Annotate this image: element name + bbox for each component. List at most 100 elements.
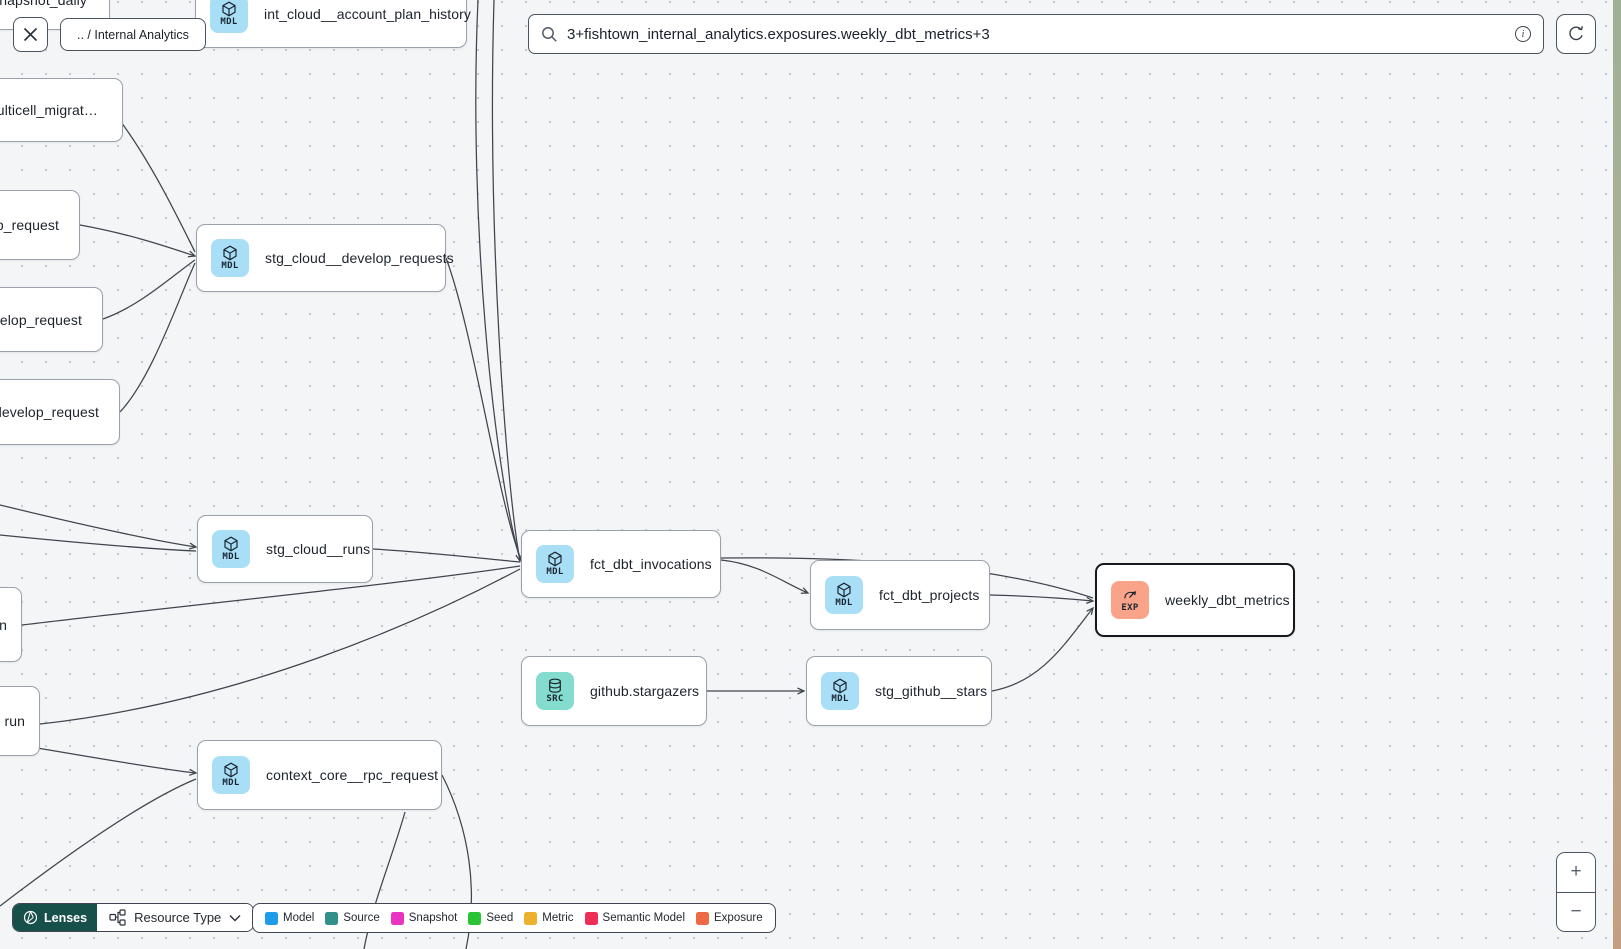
cube-icon xyxy=(548,551,562,567)
info-icon[interactable]: i xyxy=(1515,26,1531,42)
legend-swatch xyxy=(584,911,598,925)
mdl-badge: MDL xyxy=(212,756,250,794)
legend-label: Snapshot xyxy=(408,912,458,924)
legend-label: Model xyxy=(283,912,315,924)
graph-node-stg-github-stars[interactable]: MDL stg_github__stars xyxy=(806,656,992,726)
cube-icon xyxy=(222,1,236,17)
badge-label: MDL xyxy=(835,598,853,608)
search-bar: i xyxy=(528,14,1544,54)
lenses-label: Lenses xyxy=(44,910,88,925)
node-label: int_cloud__account_plan_history xyxy=(264,6,472,22)
legend-swatch xyxy=(265,911,278,925)
lens-control: Lenses Resource Type xyxy=(12,903,255,932)
lineage-edge-15 xyxy=(363,811,406,949)
zoom-out-button[interactable]: − xyxy=(1557,892,1595,931)
resource-type-label: Resource Type xyxy=(134,910,222,925)
badge-label: MDL xyxy=(220,17,238,27)
lineage-edge-10 xyxy=(0,504,196,547)
graph-node-run-node-2[interactable]: run xyxy=(0,686,40,756)
graph-node-multicell-migration[interactable]: multicell_migrat… xyxy=(0,78,123,142)
mdl-badge: MDL xyxy=(536,545,574,583)
legend-label: Seed xyxy=(486,912,514,924)
node-label: multicell_migrat… xyxy=(0,102,98,118)
cube-icon xyxy=(837,582,851,598)
lineage-edge-18 xyxy=(989,594,1093,601)
lineage-edge-13 xyxy=(0,778,197,907)
cube-icon xyxy=(833,678,847,694)
legend-label: Source xyxy=(343,912,380,924)
lineage-edge-1 xyxy=(491,0,521,561)
node-label: stg_cloud__runs xyxy=(266,541,371,557)
lenses-button[interactable]: Lenses xyxy=(13,904,98,931)
lineage-edge-7 xyxy=(102,259,196,320)
lineage-edge-5 xyxy=(39,568,521,725)
node-label: context_core__rpc_request xyxy=(266,767,439,783)
node-label: fct_dbt_invocations xyxy=(590,556,712,572)
legend-item-exposure: Exposure xyxy=(696,911,763,925)
node-label: stg_github__stars xyxy=(875,683,988,699)
graph-node-stg-cloud-runs[interactable]: MDL stg_cloud__runs xyxy=(197,515,373,583)
legend-swatch xyxy=(325,911,339,925)
legend-item-model: Model xyxy=(265,911,315,925)
graph-node-github-stargazers[interactable]: SRC github.stargazers xyxy=(521,656,707,726)
mdl-badge: MDL xyxy=(825,576,863,614)
close-icon xyxy=(23,27,38,42)
lineage-edge-4 xyxy=(21,565,521,626)
lineage-edge-3 xyxy=(372,548,521,563)
resource-type-icon xyxy=(109,909,126,926)
legend-item-metric: Metric xyxy=(524,911,574,925)
lineage-edge-8 xyxy=(119,262,196,413)
graph-node-develop-request-1[interactable]: p_request xyxy=(0,190,80,260)
search-input[interactable] xyxy=(567,25,1506,43)
lineage-edge-6 xyxy=(79,224,195,256)
mdl-badge: MDL xyxy=(821,672,859,710)
badge-label: MDL xyxy=(831,694,849,704)
mdl-badge: MDL xyxy=(211,239,249,277)
badge-label: MDL xyxy=(221,261,239,271)
badge-label: MDL xyxy=(222,778,240,788)
node-label: p_request xyxy=(0,217,59,233)
lineage-edge-11 xyxy=(0,534,197,552)
legend-item-snapshot: Snapshot xyxy=(390,911,458,925)
graph-node-develop-request-2[interactable]: velop_request xyxy=(0,287,103,352)
node-label: velop_request xyxy=(0,311,82,328)
graph-node-int-cloud-account-plan-history[interactable]: MDL int_cloud__account_plan_history xyxy=(195,0,471,48)
legend-label: Exposure xyxy=(714,912,763,924)
node-label: develop_request xyxy=(0,404,99,420)
search-icon xyxy=(542,26,557,42)
zoom-in-button[interactable]: + xyxy=(1557,853,1595,893)
lineage-edge-19 xyxy=(991,608,1093,692)
graph-node-fct-dbt-invocations[interactable]: MDL fct_dbt_invocations xyxy=(521,530,721,598)
legend-item-seed: Seed xyxy=(468,911,514,925)
legend-item-source: Source xyxy=(325,911,380,925)
graph-node-develop-request-3[interactable]: develop_request xyxy=(0,379,120,445)
graph-node-context-core-rpc-request[interactable]: MDL context_core__rpc_request xyxy=(197,740,442,810)
breadcrumb[interactable]: .. / Internal Analytics xyxy=(60,18,206,51)
lenses-icon xyxy=(23,910,38,925)
legend-label: Metric xyxy=(542,912,574,924)
exp-badge: EXP xyxy=(1111,581,1149,619)
chevron-down-icon xyxy=(229,914,241,921)
lineage-edge-16 xyxy=(720,559,808,593)
graph-node-run-node-1[interactable]: n xyxy=(0,587,22,662)
cube-icon xyxy=(224,536,238,552)
close-button[interactable] xyxy=(13,17,48,52)
badge-label: SRC xyxy=(546,694,564,704)
cube-icon xyxy=(224,762,238,778)
node-label: n xyxy=(0,616,7,633)
mdl-badge: MDL xyxy=(212,530,250,568)
legend-swatch xyxy=(696,911,710,925)
badge-label: MDL xyxy=(546,567,564,577)
mdl-badge: MDL xyxy=(210,0,248,33)
refresh-icon xyxy=(1569,26,1584,41)
node-label: run xyxy=(4,713,25,729)
refresh-button[interactable] xyxy=(1556,14,1596,54)
resource-type-dropdown[interactable]: Resource Type xyxy=(97,904,254,931)
node-label: github.stargazers xyxy=(590,683,700,699)
legend-swatch xyxy=(390,911,404,925)
